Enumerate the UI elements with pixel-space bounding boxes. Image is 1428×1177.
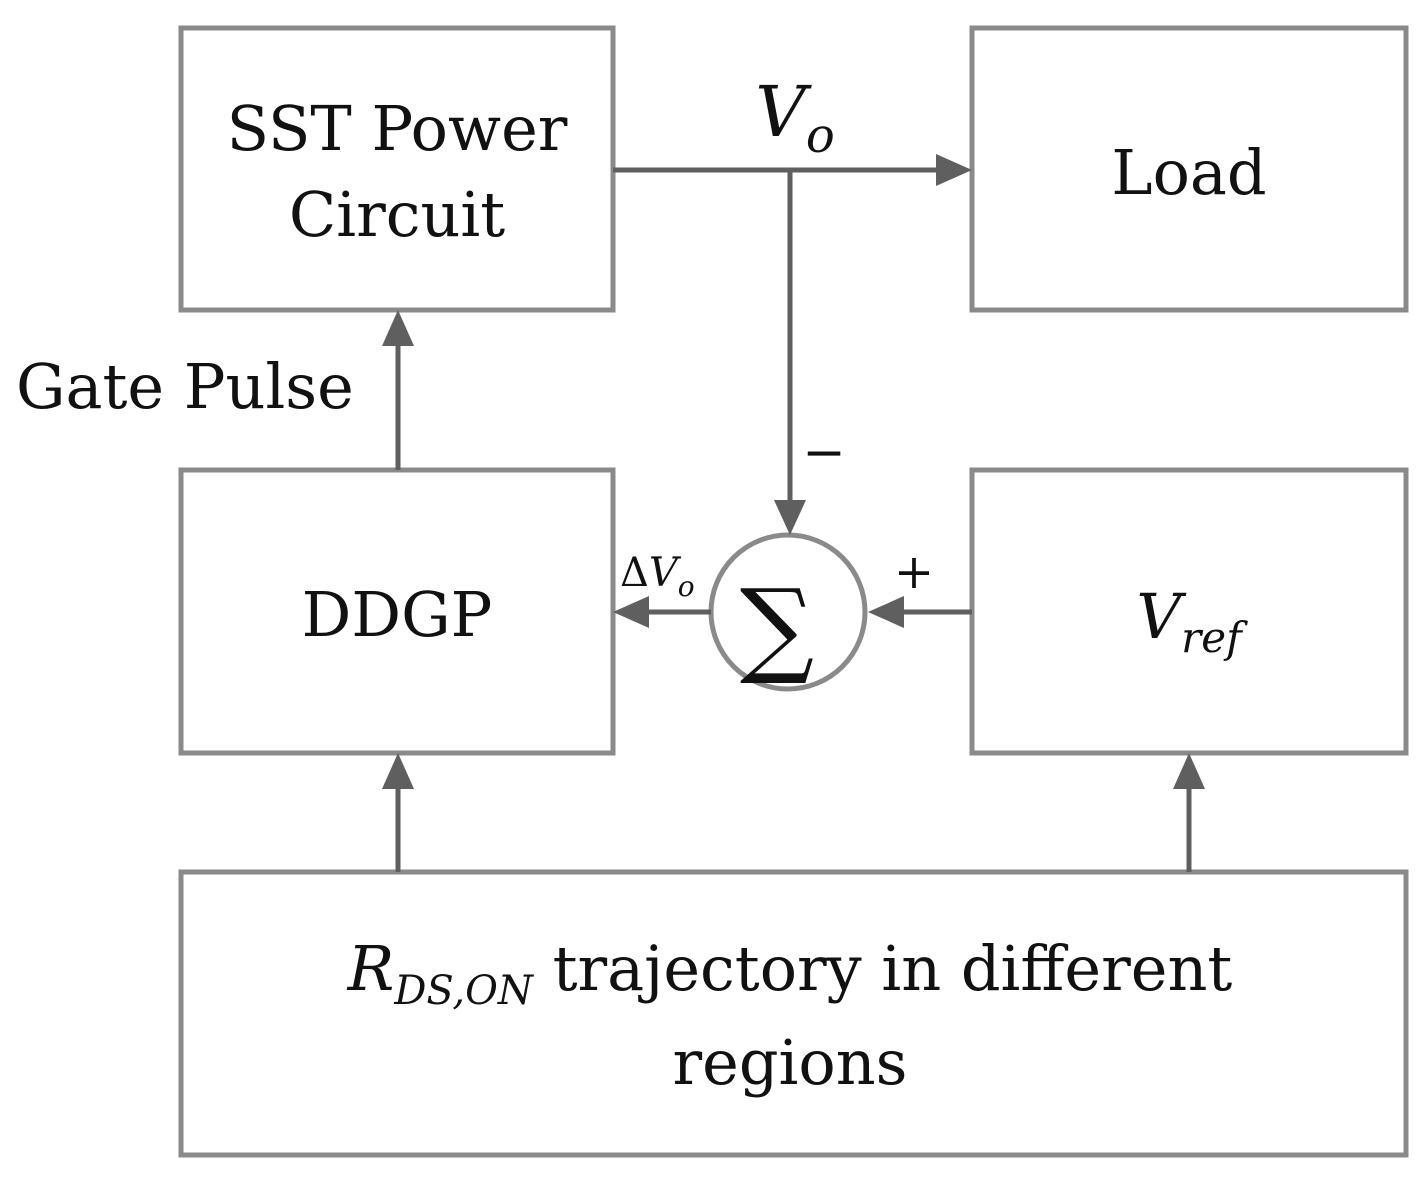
rds-to-ddgp-arrowhead	[382, 753, 414, 789]
delta-symbol: Δ	[620, 550, 649, 596]
load-label: Load	[1111, 136, 1266, 209]
load-block	[969, 25, 1409, 313]
sum-symbol: ∑	[740, 566, 814, 688]
rds-trajectory-block	[178, 869, 1409, 1158]
ddgp-block	[178, 467, 616, 756]
delta-vo-sub: o	[678, 570, 695, 603]
sst-label-line1: SST Power	[227, 92, 568, 165]
vref-sub: ref	[1181, 613, 1248, 662]
delta-vo-main: V	[649, 550, 682, 596]
vref-to-sum-arrowhead	[868, 596, 904, 628]
ddgp-label: DDGP	[302, 578, 493, 651]
rds-main: R	[347, 932, 395, 1005]
delta-vo-label: ΔVo	[620, 550, 695, 603]
gate-pulse-arrowhead	[382, 310, 414, 346]
plus-sign: +	[894, 544, 934, 600]
minus-sign: −	[802, 423, 846, 483]
vref-block	[969, 467, 1409, 756]
vref-label: Vref	[1136, 580, 1248, 662]
vo-label: Vo	[755, 71, 834, 164]
error-arrowhead	[613, 596, 649, 628]
vo-sub: o	[806, 108, 835, 164]
feedback-arrowhead	[774, 500, 806, 535]
rds-label-line1: RDS,ON trajectory in different	[347, 932, 1233, 1014]
gate-pulse-label: Gate Pulse	[16, 350, 354, 423]
rds-label-line2: regions	[673, 1026, 908, 1099]
vo-main: V	[755, 71, 812, 153]
rds-to-vref-arrowhead	[1173, 753, 1205, 789]
sst-label-line2: Circuit	[289, 178, 505, 251]
rds-rest: trajectory in different	[533, 932, 1232, 1005]
rds-sub: DS,ON	[393, 968, 535, 1014]
sst-power-circuit-block	[178, 25, 616, 313]
vo-arrowhead	[936, 154, 972, 186]
vref-main: V	[1136, 580, 1187, 653]
